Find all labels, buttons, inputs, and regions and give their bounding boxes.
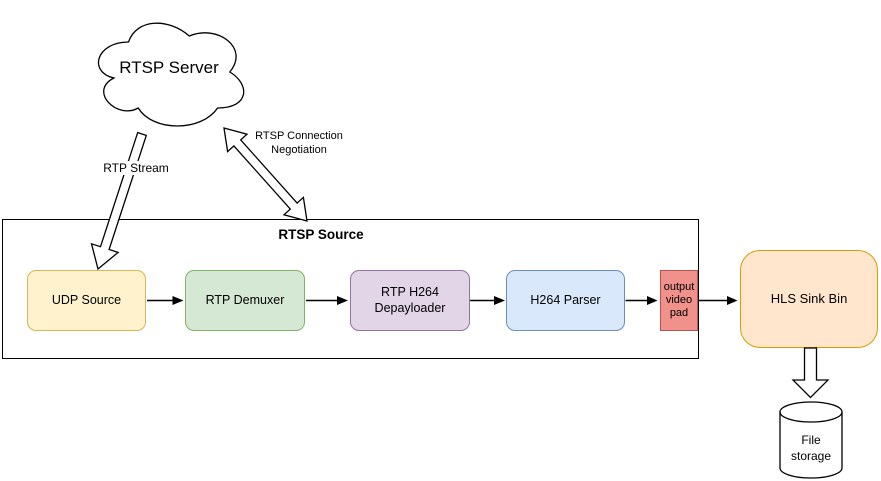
node-h264-parser-label: H264 Parser: [530, 292, 601, 307]
node-output-video-pad: output video pad: [660, 270, 698, 331]
node-hls-sink-bin: HLS Sink Bin: [740, 250, 878, 348]
cloud-shape: [97, 22, 245, 127]
rtp-stream-label: RTP Stream: [102, 161, 170, 175]
rtsp-negotiation-arrow: [223, 127, 308, 222]
node-rtp-h264-depayloader: RTP H264 Depayloader: [350, 270, 470, 331]
file-storage-cylinder: [779, 401, 843, 479]
file-storage-label: File storage: [790, 433, 832, 463]
node-udp-source-label: UDP Source: [51, 292, 122, 307]
node-hls-sink-bin-label: HLS Sink Bin: [770, 290, 848, 306]
hls-to-storage-arrow: [791, 347, 830, 399]
rtsp-source-title: RTSP Source: [278, 227, 364, 242]
node-rtp-demuxer-label: RTP Demuxer: [205, 292, 285, 307]
rtsp-negotiation-label: RTSP Connection Negotiation: [255, 130, 343, 156]
arrow-parser-to-pad: [625, 296, 658, 305]
rtsp-server-label: RTSP Server: [119, 58, 219, 77]
node-rtp-h264-depayloader-label: RTP H264 Depayloader: [374, 284, 446, 315]
node-output-video-pad-label: output video pad: [663, 280, 695, 320]
arrow-depayloader-to-parser: [470, 296, 505, 305]
arrow-udp-to-demuxer: [147, 296, 184, 305]
rtp-stream-arrow: [90, 131, 148, 271]
node-udp-source: UDP Source: [27, 270, 146, 331]
node-h264-parser: H264 Parser: [506, 270, 625, 331]
arrow-pad-to-hls: [698, 296, 738, 305]
arrow-demuxer-to-depayloader: [306, 296, 348, 305]
node-rtp-demuxer: RTP Demuxer: [185, 270, 305, 331]
